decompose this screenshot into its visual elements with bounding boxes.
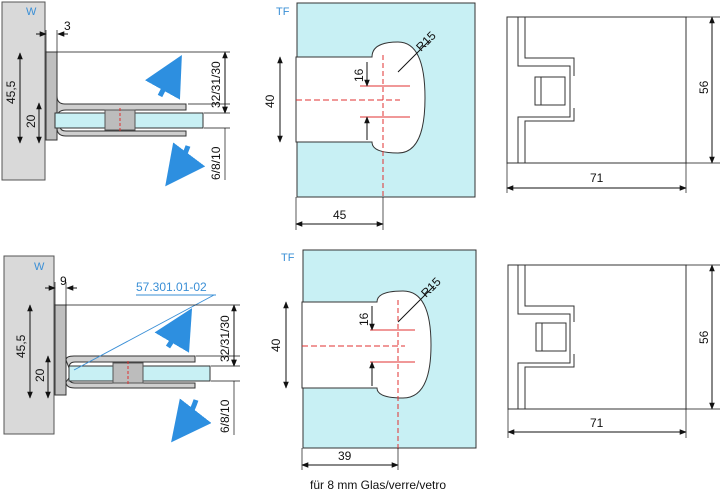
clamp-body bbox=[506, 16, 687, 164]
dim-notch-h: 40 bbox=[269, 338, 283, 352]
clamp-plate bbox=[54, 304, 67, 396]
wall-tag: W bbox=[34, 261, 45, 273]
bottom-side-view: W 9 57.301.01-02 45,5 20 32/31/30 6/8/10 bbox=[3, 255, 240, 443]
dim-notch-w: 45 bbox=[333, 208, 347, 222]
dim-gap: 3 bbox=[64, 19, 71, 33]
rotate-up-arrow bbox=[154, 308, 193, 353]
caption: für 8 mm Glas/verre/vetro bbox=[310, 478, 446, 492]
dim-inner: 20 bbox=[24, 114, 38, 128]
dim-height: 45,5 bbox=[14, 334, 28, 358]
dim-notch-h: 40 bbox=[263, 94, 277, 108]
cut-tag: TF bbox=[281, 252, 295, 264]
cut-tag: TF bbox=[276, 6, 290, 18]
dim-height: 45,5 bbox=[4, 80, 18, 104]
dim-side-w: 71 bbox=[590, 171, 604, 185]
notch-cutout bbox=[301, 290, 432, 399]
dim-slot: 16 bbox=[352, 68, 366, 82]
dim-gap: 9 bbox=[60, 274, 67, 288]
notch-cutout bbox=[295, 41, 426, 154]
dim-side-h: 56 bbox=[697, 330, 711, 344]
wall bbox=[1, 1, 46, 181]
top-side-view: W 3 45,5 20 32/31/30 6/8/10 bbox=[1, 1, 230, 187]
wall bbox=[3, 255, 55, 435]
bottom-cutout-view: TF R15 16 40 39 bbox=[269, 249, 477, 470]
rotate-down-arrow bbox=[171, 398, 212, 443]
dim-side-w: 71 bbox=[590, 416, 604, 430]
bottom-front-view: 56 71 bbox=[507, 264, 720, 438]
wall-tag: W bbox=[26, 6, 37, 18]
dim-glass-thick: 6/8/10 bbox=[209, 146, 223, 180]
dim-slot: 16 bbox=[357, 312, 371, 326]
clamp-body bbox=[507, 264, 687, 410]
clamp-bend bbox=[65, 355, 196, 369]
dim-side-h: 56 bbox=[697, 80, 711, 94]
rotate-down-arrow bbox=[165, 142, 206, 187]
dim-notch-w: 39 bbox=[338, 449, 352, 463]
dim-glass-thick: 6/8/10 bbox=[218, 399, 232, 433]
rotate-up-arrow bbox=[144, 55, 182, 100]
top-front-view: 56 71 bbox=[506, 16, 720, 193]
part-number: 57.301.01-02 bbox=[136, 280, 207, 294]
dim-glass-range: 32/31/30 bbox=[209, 61, 223, 108]
dim-inner: 20 bbox=[33, 368, 47, 382]
dim-glass-range: 32/31/30 bbox=[218, 315, 232, 362]
top-cutout-view: TF R15 16 40 45 bbox=[263, 2, 476, 230]
